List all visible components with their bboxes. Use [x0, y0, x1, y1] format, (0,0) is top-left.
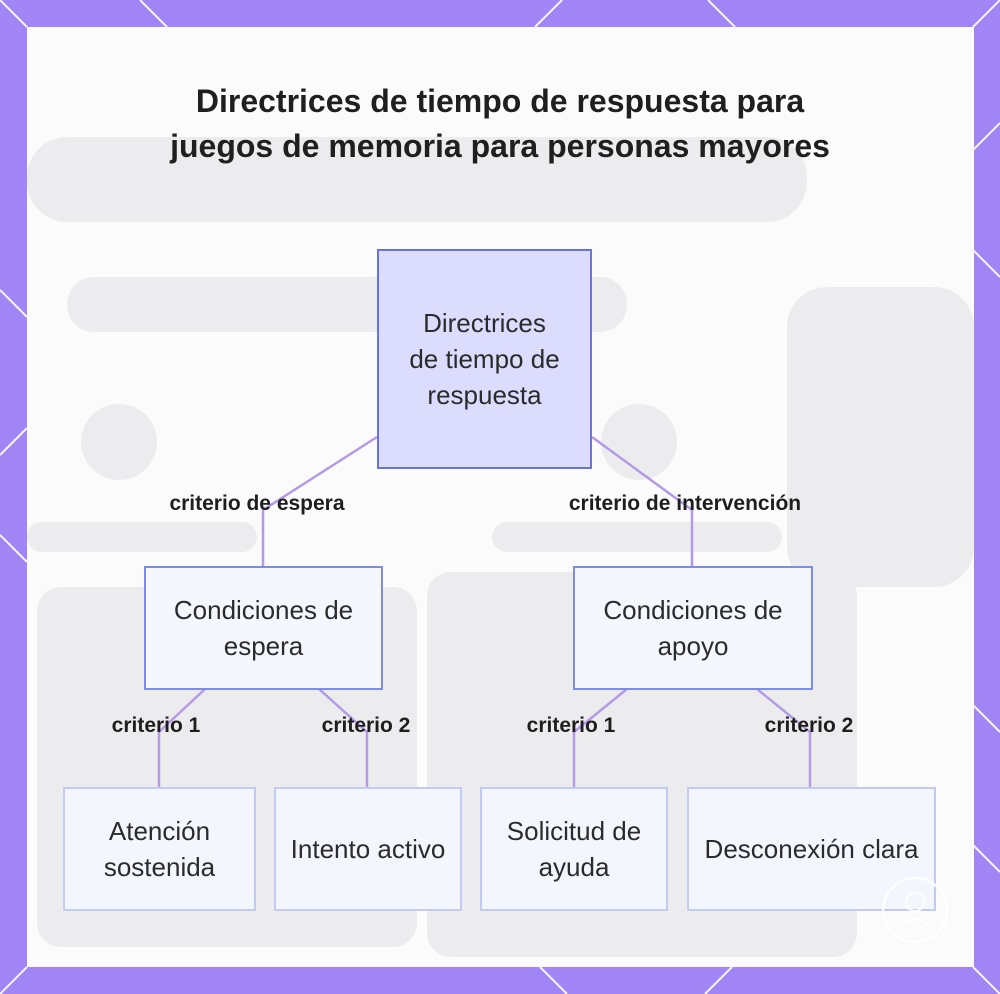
node-clear-disconnect: Desconexión clara [687, 787, 936, 911]
edge-label-wait-criterion-2: criterio 2 [321, 714, 411, 737]
connector-support-disconnect [756, 688, 812, 787]
node-wait-conditions: Condiciones de espera [144, 566, 383, 690]
node-help-request: Solicitud de ayuda [480, 787, 668, 911]
connector-root-support [591, 435, 694, 567]
connector-wait-attention [157, 688, 206, 787]
node-support-conditions: Condiciones de apoyo [573, 566, 813, 690]
edge-label-support-criterion-2: criterio 2 [764, 714, 854, 737]
connector-lines [157, 435, 812, 787]
node-sustained-attention: Atención sostenida [63, 787, 256, 911]
edge-label-intervention: criterio de intervención [568, 492, 802, 515]
node-root: Directrices de tiempo de respuesta [377, 249, 592, 469]
connector-wait-attempt [318, 688, 369, 787]
diagram-panel: Directrices de tiempo de respuesta para … [27, 27, 974, 967]
brand-badge-icon [881, 876, 949, 944]
diagram-title: Directrices de tiempo de respuesta para … [170, 83, 830, 164]
connector-root-wait [261, 435, 378, 567]
edge-label-support-criterion-1: criterio 1 [526, 714, 616, 737]
edge-label-wait-criterion-1: criterio 1 [111, 714, 201, 737]
connector-support-help [572, 688, 628, 787]
edge-label-wait: criterio de espera [169, 492, 345, 515]
node-active-attempt: Intento activo [274, 787, 462, 911]
